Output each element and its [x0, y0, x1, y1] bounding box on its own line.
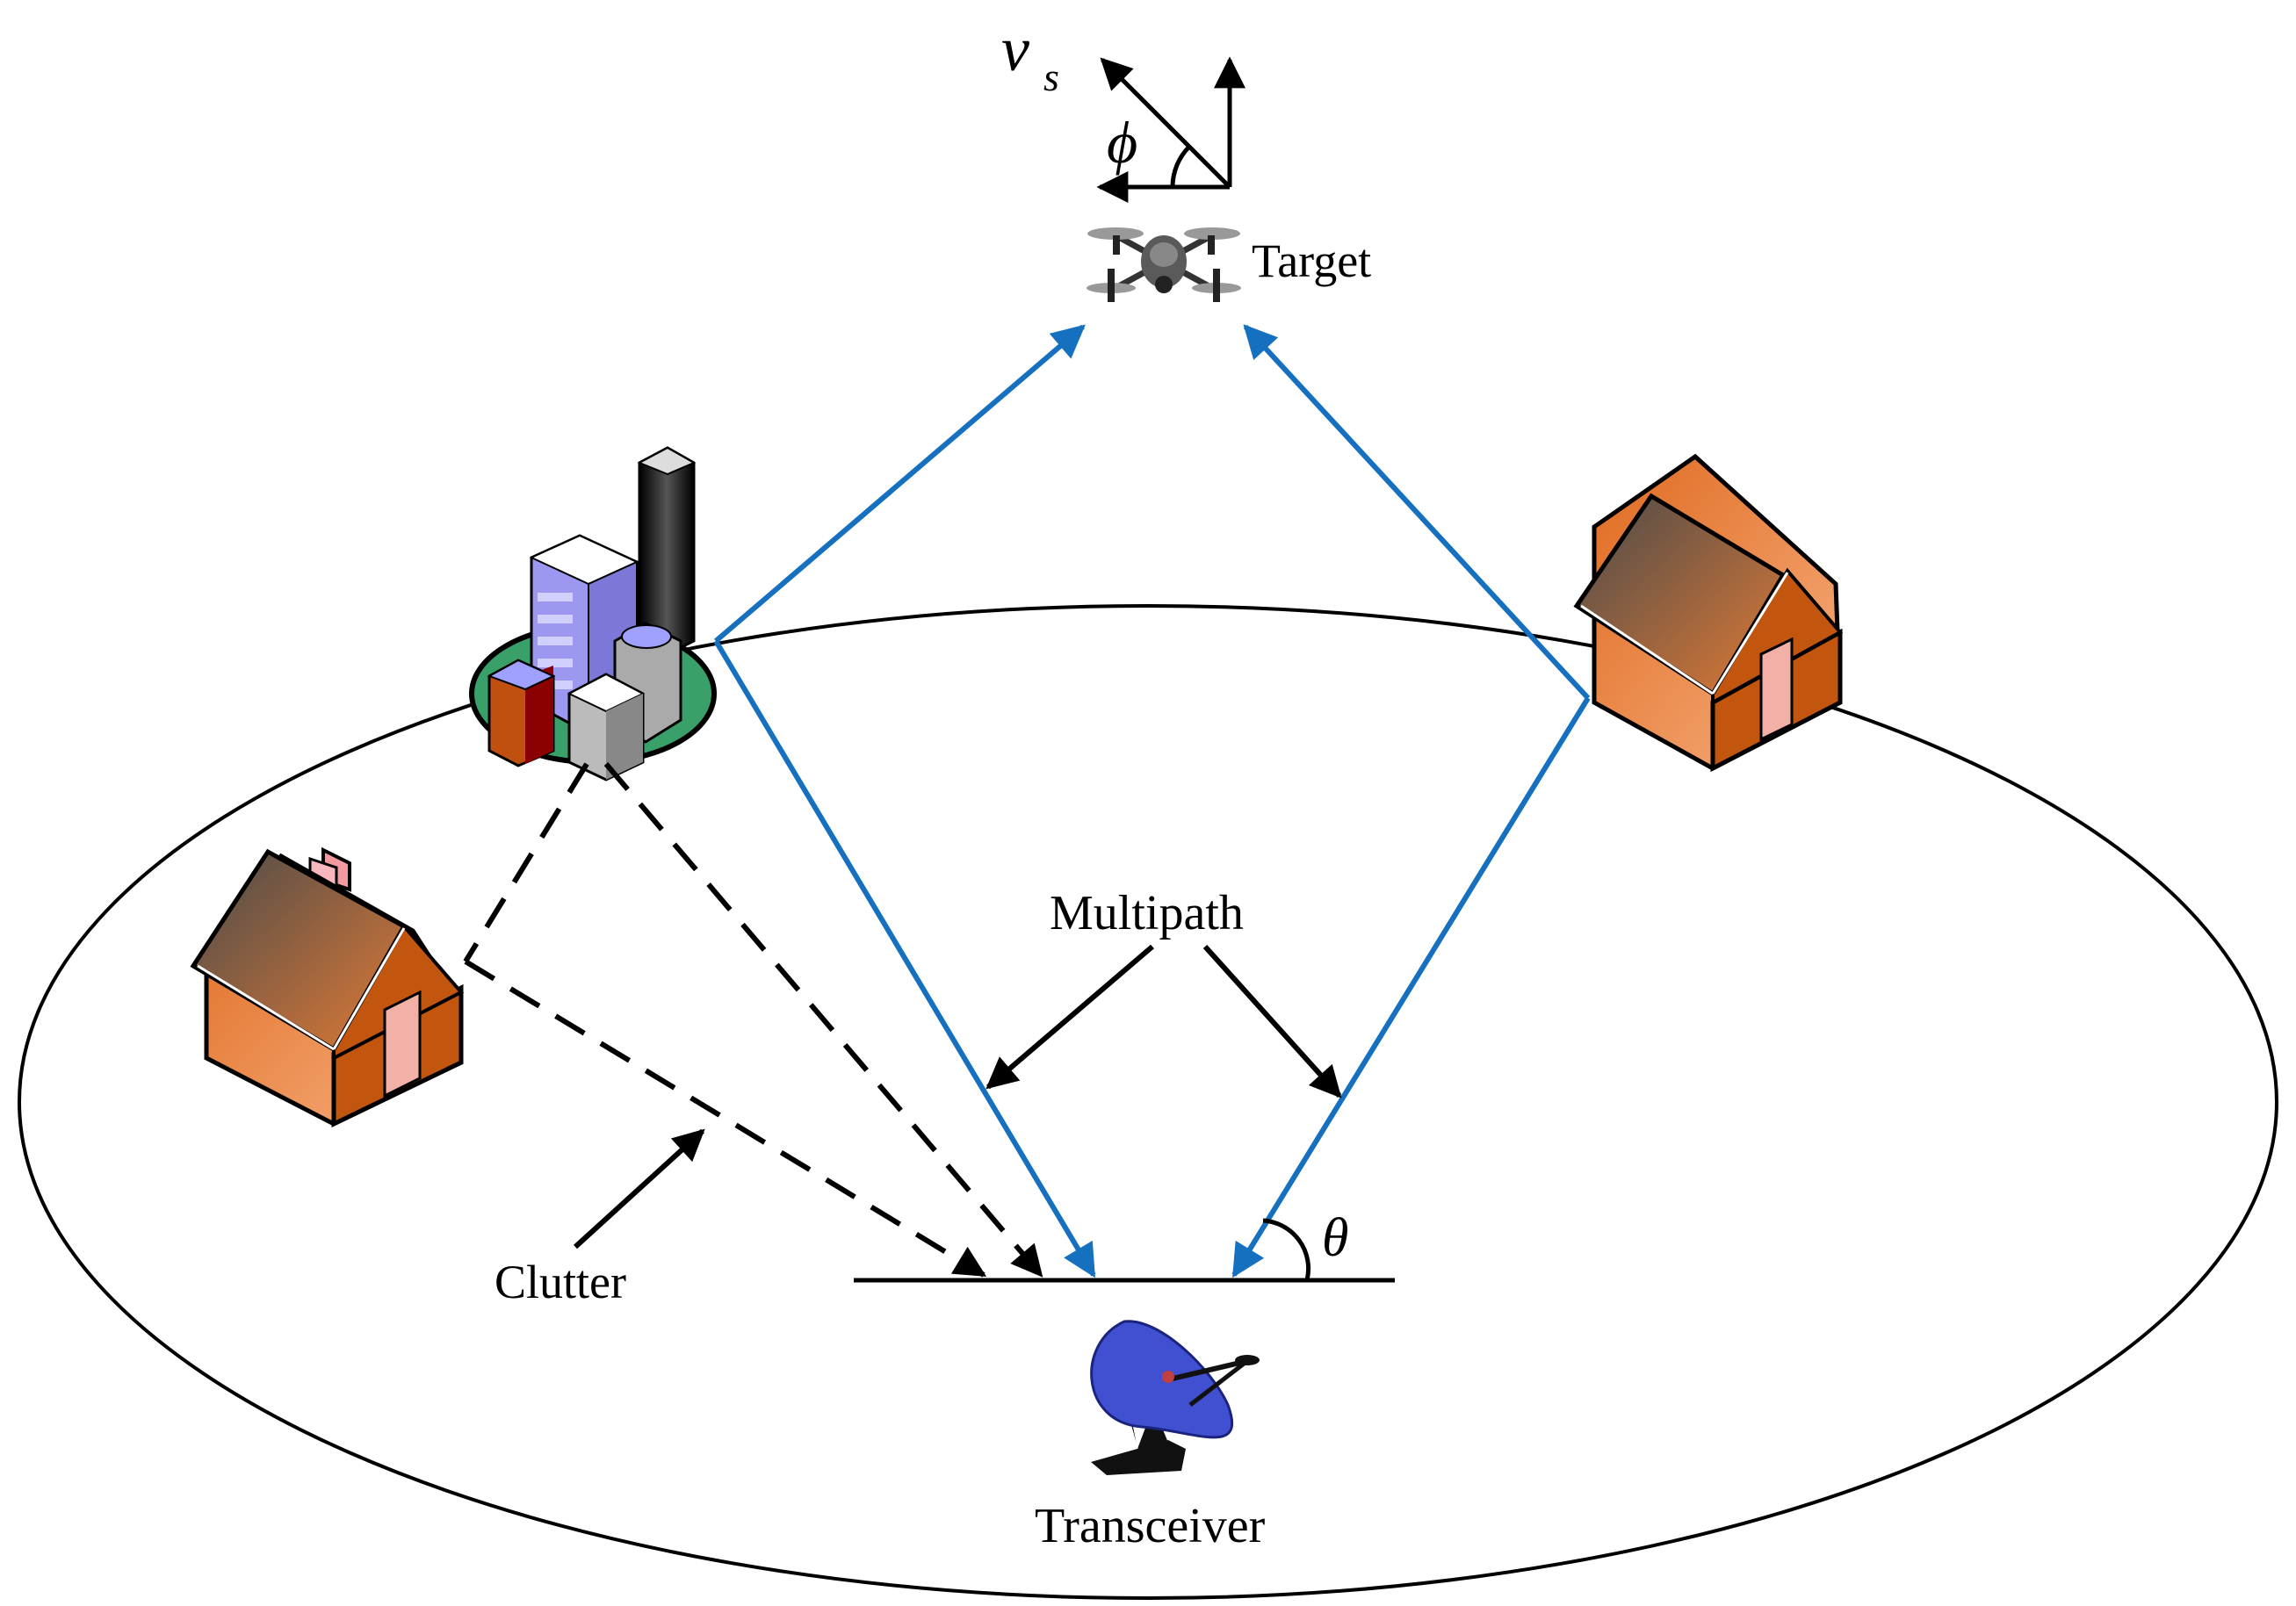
city-buildings-icon — [469, 446, 717, 781]
transceiver-label: Transceiver — [1035, 1499, 1266, 1553]
phi-label: ϕ — [1107, 109, 1137, 176]
path-city-to-target — [714, 324, 1086, 644]
ground-ellipse — [18, 604, 2278, 1600]
signal-paths — [713, 324, 1591, 1278]
velocity-subscript: s — [1043, 54, 1059, 99]
theta-arc — [1262, 1218, 1311, 1281]
velocity-symbol: v — [1001, 14, 1029, 84]
multipath-arrows — [986, 944, 1342, 1098]
multipath-label: Multipath — [1050, 886, 1244, 940]
path-house-to-transceiver — [1231, 696, 1591, 1278]
theta-label: θ — [1322, 1208, 1348, 1268]
drone-icon — [1087, 227, 1241, 302]
radar-dish-icon — [1090, 1320, 1260, 1475]
clutter-paths — [463, 762, 1043, 1278]
target-label: Target — [1252, 234, 1371, 287]
path-city-to-transceiver — [713, 639, 1096, 1278]
velocity-vector-diagram — [1096, 56, 1245, 203]
clutter-label: Clutter — [495, 1256, 626, 1308]
house-icon-right — [1573, 453, 1844, 773]
clutter-arrow — [573, 1128, 705, 1250]
path-house-to-target — [1243, 324, 1591, 701]
house-icon-left — [190, 846, 465, 1127]
